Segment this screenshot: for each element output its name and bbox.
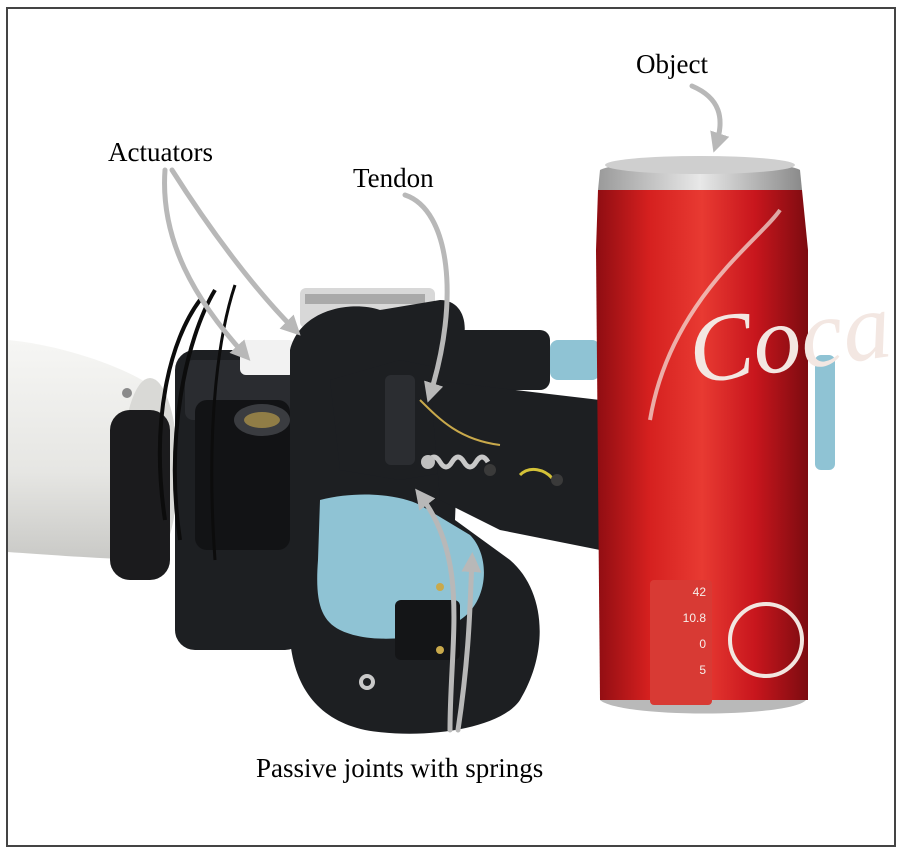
nutrition-value: 42 [692,585,706,599]
arrow-actuator-2 [169,167,301,336]
robot-arm [8,340,178,580]
label-object: Object [636,49,708,79]
arrow-tendon [402,192,450,403]
nutrition-value: 10.8 [682,611,706,625]
label-tendon: Tendon [353,163,434,193]
soda-can [596,156,808,714]
label-passive-joints: Passive joints with springs [256,753,544,783]
arrow-actuator-1 [162,167,251,361]
arrow-object [689,83,730,153]
nutrition-value: 0 [699,637,706,651]
label-actuators: Actuators [108,137,213,167]
nutrition-values: 42 10.8 0 5 [656,585,706,689]
arrow-joint-1 [415,488,457,733]
annotation-arrows [162,83,730,733]
nutrition-value: 5 [699,663,706,677]
spring [421,454,491,470]
arrow-joint-2 [455,552,482,733]
figure-border [6,7,896,847]
tendon-wire [419,399,501,446]
